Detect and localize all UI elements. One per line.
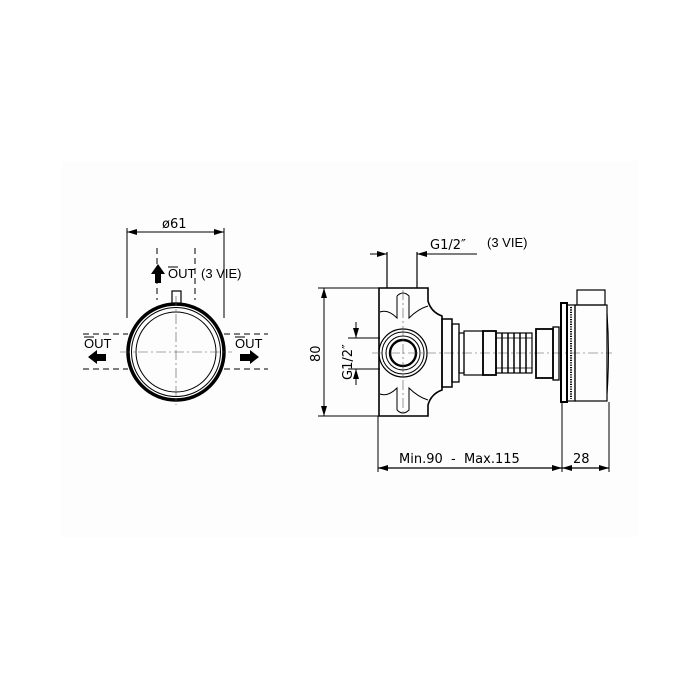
height-dimension: 80 <box>309 287 379 417</box>
right-outlet: OUT <box>235 336 263 364</box>
front-view: ø61 OUT (3 VIE) OUT OUT <box>83 217 268 405</box>
valve-body <box>372 287 612 417</box>
cap-depth-label: 28 <box>573 452 590 467</box>
left-outlet-label: OUT <box>84 336 112 351</box>
top-thread-dimension: G1/2″ (3 VIE) <box>370 235 527 288</box>
top-outlet: OUT (3 VIE) <box>151 264 241 283</box>
top-outlet-note: (3 VIE) <box>201 266 241 281</box>
inlet-thread-dimension: G1/2″ <box>341 322 380 385</box>
right-outlet-label: OUT <box>235 336 263 351</box>
height-label: 80 <box>309 345 324 362</box>
side-view: G1/2″ (3 VIE) 80 G1/2″ <box>309 235 612 472</box>
diameter-dimension: ø61 <box>126 217 225 318</box>
drawing-panel <box>61 161 639 537</box>
left-outlet: OUT <box>84 336 112 364</box>
top-thread-note: (3 VIE) <box>487 235 527 250</box>
arrow-right-icon <box>240 350 259 364</box>
top-thread-label: G1/2″ <box>430 238 466 253</box>
top-outlet-label: OUT <box>168 266 196 281</box>
arrow-left-icon <box>88 350 106 364</box>
cap <box>560 289 609 403</box>
arrow-up-icon <box>151 264 165 283</box>
middle-ring <box>131 307 221 397</box>
depth-range-label: Min.90 - Max.115 <box>399 452 520 467</box>
diameter-label: ø61 <box>162 217 187 232</box>
depth-dimension: Min.90 - Max.115 28 <box>377 402 610 472</box>
inlet-thread-label: G1/2″ <box>341 344 356 380</box>
connector <box>441 318 560 388</box>
